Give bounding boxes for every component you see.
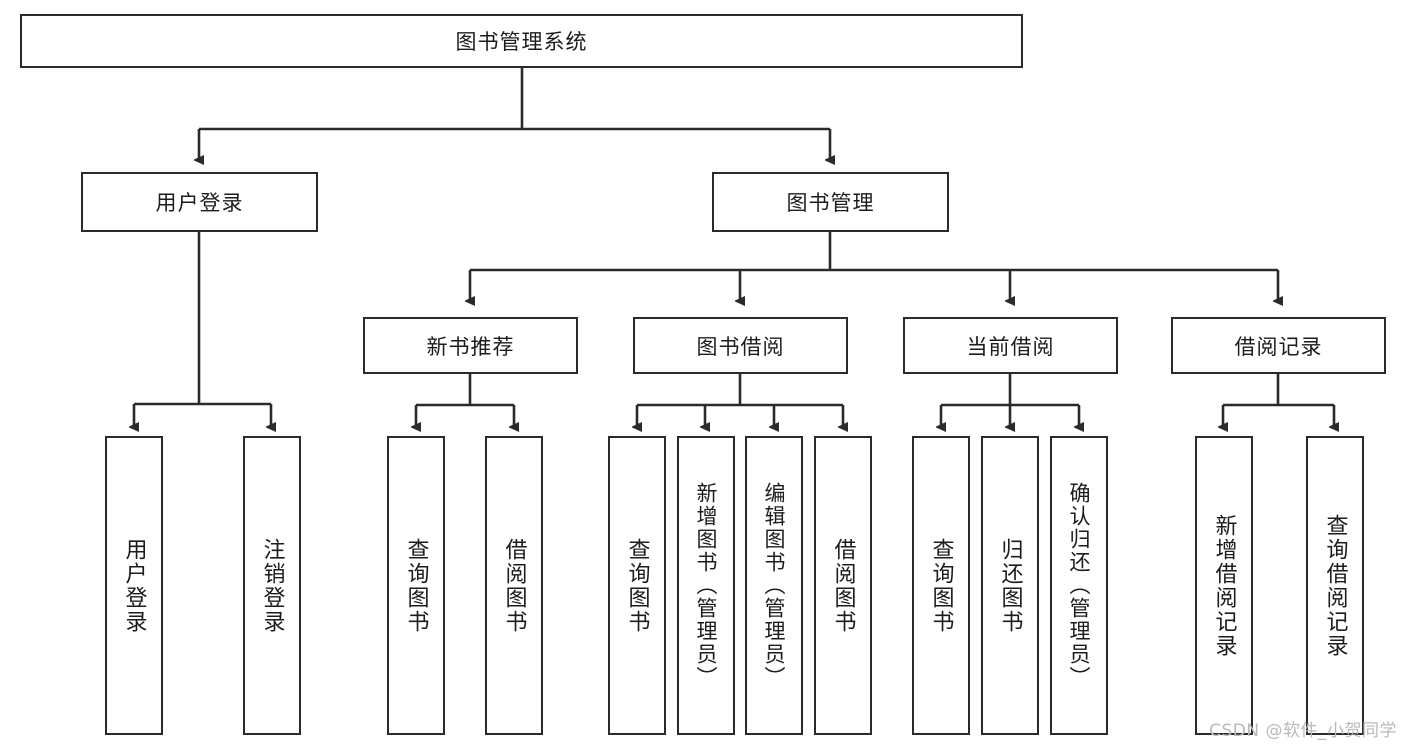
node-leaf-query-book-1-label: 查询图书 bbox=[403, 537, 429, 634]
watermark: CSDN @软件_小贺同学 bbox=[1209, 721, 1397, 741]
node-book-borrow[interactable]: 图书借阅 bbox=[633, 317, 848, 374]
node-leaf-add-record[interactable]: 新增借阅记录 bbox=[1195, 436, 1253, 735]
node-leaf-query-book-3-label: 查询图书 bbox=[928, 537, 954, 634]
node-leaf-user-logout[interactable]: 注销登录 bbox=[243, 436, 301, 735]
node-leaf-user-logout-label: 注销登录 bbox=[259, 537, 285, 634]
node-leaf-borrow-book-1-label: 借阅图书 bbox=[501, 537, 527, 634]
node-leaf-borrow-book-2[interactable]: 借阅图书 bbox=[814, 436, 872, 735]
node-current-borrow-label: 当前借阅 bbox=[966, 334, 1055, 359]
node-borrow-record-label: 借阅记录 bbox=[1234, 334, 1323, 359]
node-leaf-user-login-label: 用户登录 bbox=[121, 537, 147, 634]
node-root-label: 图书管理系统 bbox=[455, 30, 588, 54]
node-leaf-add-record-label: 新增借阅记录 bbox=[1211, 513, 1237, 658]
node-leaf-query-book-1[interactable]: 查询图书 bbox=[387, 436, 445, 735]
node-leaf-borrow-book-2-label: 借阅图书 bbox=[830, 537, 856, 634]
node-root[interactable]: 图书管理系统 bbox=[20, 14, 1023, 68]
node-leaf-borrow-book-1[interactable]: 借阅图书 bbox=[485, 436, 543, 735]
node-leaf-return-book-label: 归还图书 bbox=[997, 537, 1023, 634]
node-leaf-query-record-label: 查询借阅记录 bbox=[1322, 513, 1348, 658]
node-leaf-return-book[interactable]: 归还图书 bbox=[981, 436, 1039, 735]
node-leaf-user-login[interactable]: 用户登录 bbox=[105, 436, 163, 735]
node-user-login-label: 用户登录 bbox=[155, 191, 244, 215]
node-new-book-recommend[interactable]: 新书推荐 bbox=[363, 317, 578, 374]
node-book-management-label: 图书管理 bbox=[786, 191, 875, 215]
node-book-management[interactable]: 图书管理 bbox=[712, 172, 949, 232]
node-book-borrow-label: 图书借阅 bbox=[696, 334, 785, 359]
node-leaf-query-book-3[interactable]: 查询图书 bbox=[912, 436, 970, 735]
node-leaf-confirm-return-label: 确认归还（管理员） bbox=[1067, 482, 1092, 689]
node-user-login[interactable]: 用户登录 bbox=[81, 172, 318, 232]
node-leaf-query-book-2[interactable]: 查询图书 bbox=[608, 436, 666, 735]
node-leaf-edit-book-label: 编辑图书（管理员） bbox=[762, 482, 787, 689]
node-leaf-confirm-return[interactable]: 确认归还（管理员） bbox=[1050, 436, 1108, 735]
node-leaf-query-book-2-label: 查询图书 bbox=[624, 537, 650, 634]
node-leaf-add-book-label: 新增图书（管理员） bbox=[694, 482, 719, 689]
node-borrow-record[interactable]: 借阅记录 bbox=[1171, 317, 1386, 374]
node-new-book-recommend-label: 新书推荐 bbox=[426, 334, 515, 359]
node-leaf-add-book[interactable]: 新增图书（管理员） bbox=[677, 436, 735, 735]
node-current-borrow[interactable]: 当前借阅 bbox=[903, 317, 1118, 374]
node-leaf-edit-book[interactable]: 编辑图书（管理员） bbox=[745, 436, 803, 735]
node-leaf-query-record[interactable]: 查询借阅记录 bbox=[1306, 436, 1364, 735]
